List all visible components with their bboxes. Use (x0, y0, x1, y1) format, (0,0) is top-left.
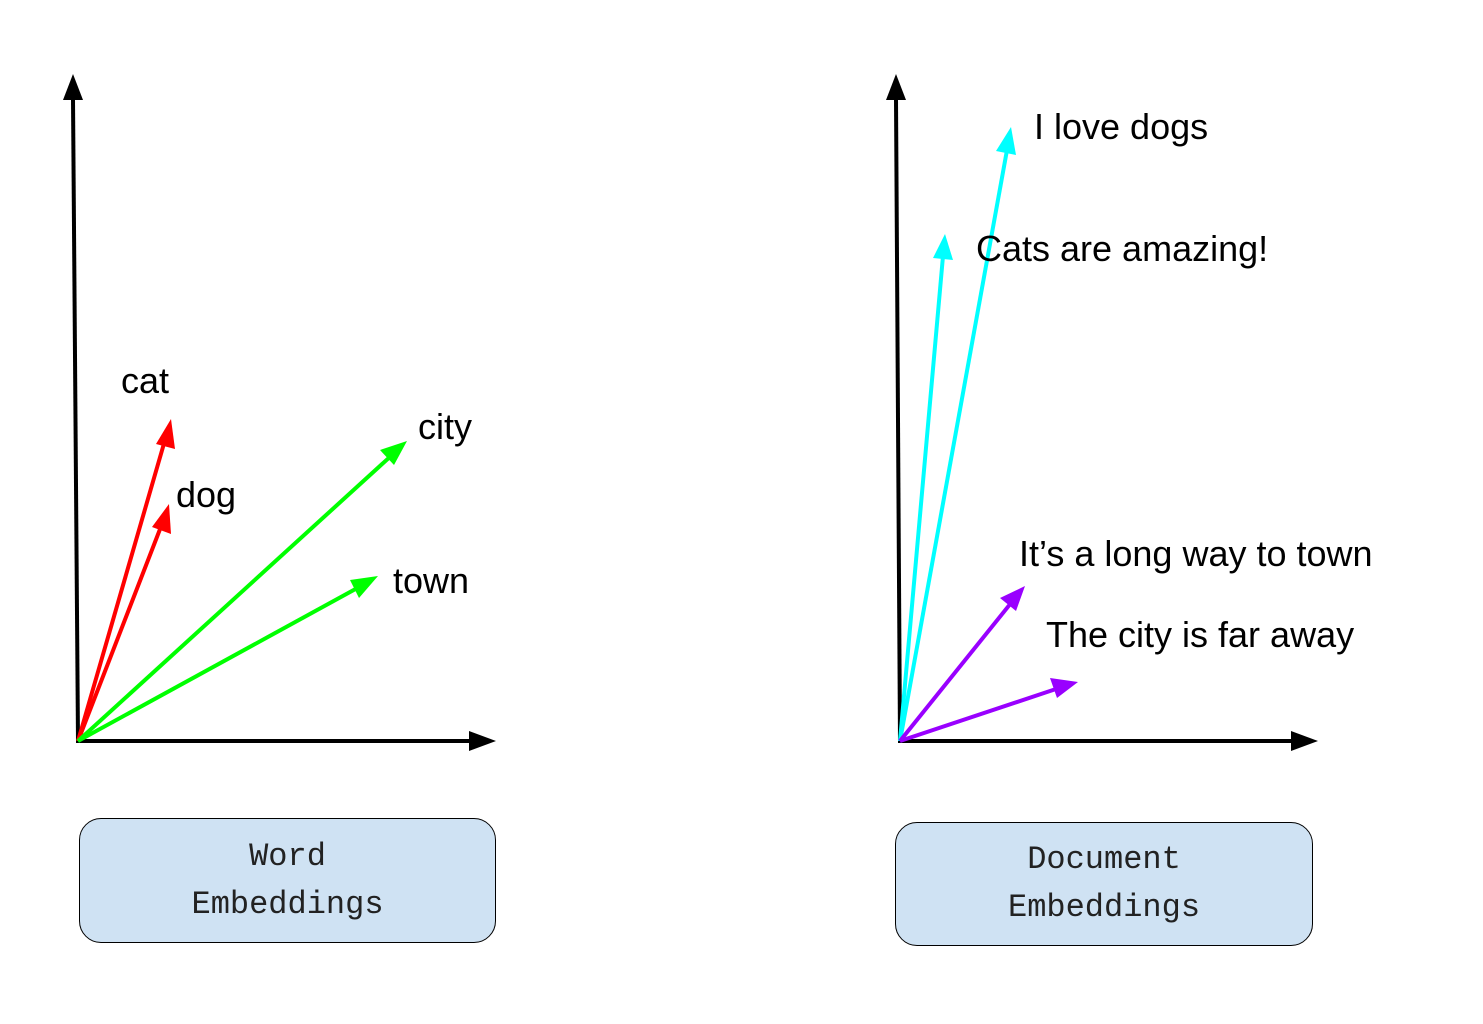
vector-town (77, 576, 378, 743)
vector-dog (76, 504, 171, 742)
vector-cat-arrowhead (156, 419, 175, 449)
vector-i-love-dogs-arrowhead (996, 127, 1016, 155)
vector-town-arrowhead (350, 576, 378, 598)
document-embeddings-plot: I love dogs Cats are amazing! It’s a lon… (886, 74, 1373, 751)
vector-i-love-dogs (898, 127, 1016, 742)
word-y-axis-arrowhead (63, 74, 83, 100)
vector-cat (76, 419, 175, 742)
vector-city-arrowhead (380, 441, 407, 465)
label-cat: cat (121, 360, 169, 401)
vector-city-is-far-away-arrowhead (1050, 678, 1078, 698)
vector-city-shaft (76, 453, 394, 743)
label-city-is-far-away: The city is far away (1046, 614, 1354, 655)
vector-dog-arrowhead (152, 504, 171, 534)
vector-city-is-far-away-shaft (899, 687, 1057, 743)
document-embeddings-caption: Document Embeddings (895, 822, 1313, 946)
label-long-way-to-town: It’s a long way to town (1019, 533, 1373, 574)
vector-cats-are-amazing-arrowhead (933, 234, 953, 260)
doc-y-axis-arrowhead (886, 74, 906, 100)
word-embeddings-caption-text: Word Embeddings (191, 837, 384, 923)
vector-city (76, 441, 407, 743)
doc-y-axis (894, 98, 902, 742)
vector-long-way-to-town-arrowhead (1000, 586, 1025, 611)
vector-town-shaft (77, 584, 362, 743)
vector-cats-are-amazing-shaft (898, 255, 945, 742)
label-city: city (418, 406, 472, 447)
vector-long-way-to-town (898, 586, 1025, 743)
vector-i-love-dogs-shaft (898, 149, 1009, 742)
label-cats-are-amazing: Cats are amazing! (976, 228, 1268, 269)
vector-cat-shaft (76, 439, 167, 742)
vector-cats-are-amazing (898, 234, 953, 742)
word-y-axis (71, 98, 80, 742)
vector-city-is-far-away (899, 678, 1078, 743)
label-town: town (393, 560, 469, 601)
vector-long-way-to-town-shaft (898, 601, 1013, 743)
word-embeddings-plot: cat dog city town (63, 74, 496, 751)
doc-x-axis-arrowhead (1291, 731, 1318, 751)
label-dog: dog (176, 474, 236, 515)
document-embeddings-caption-text: Document Embeddings (1007, 841, 1201, 926)
vector-dog-shaft (76, 523, 164, 742)
word-embeddings-caption: Word Embeddings (79, 818, 496, 943)
label-i-love-dogs: I love dogs (1034, 106, 1208, 147)
word-x-axis-arrowhead (469, 731, 496, 751)
